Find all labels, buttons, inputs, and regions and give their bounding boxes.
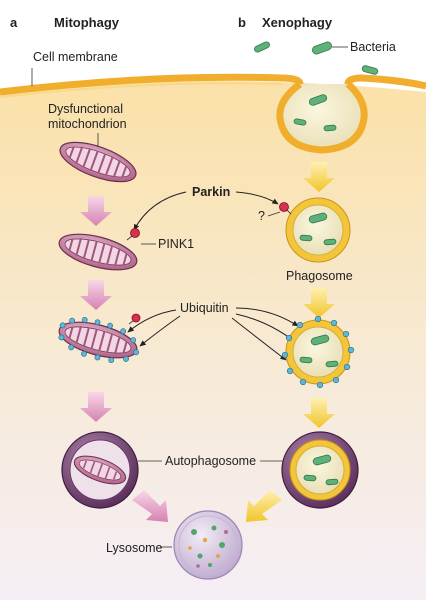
yellow-arrow-1: [303, 162, 335, 192]
parkin-label: Parkin: [192, 185, 230, 199]
membrane-highlight: [0, 82, 283, 98]
bacteria-label: Bacteria: [350, 40, 396, 54]
engulfing-vesicle: [276, 81, 368, 154]
dysfunctional-label-line1: Dysfunctional: [48, 102, 123, 116]
cell-membrane-label: Cell membrane: [33, 50, 118, 64]
pink1-protein: [130, 228, 140, 238]
bacterium-icon: [254, 41, 270, 53]
pink-arrow-4: [132, 490, 168, 522]
panel-a-title: Mitophagy: [54, 15, 120, 30]
ubiquitin-dots-mito: [58, 316, 140, 364]
pink-arrow-3: [80, 392, 112, 422]
mitochondrion-dysfunctional: [59, 141, 137, 183]
mitochondrion-pink1: [58, 233, 138, 271]
phagosome-label: Phagosome: [286, 269, 353, 283]
lysosome-label: Lysosome: [106, 541, 163, 555]
yellow-arrow-2: [303, 288, 335, 318]
ubiquitin-arrow-5: [231, 317, 287, 361]
ubiquitin-arrow-1: [127, 309, 177, 333]
ubiquitin-dots-phagosome: [281, 315, 355, 389]
dysfunctional-label-line2: mitochondrion: [48, 117, 127, 131]
ubiquitin-label: Ubiquitin: [180, 301, 229, 315]
yellow-arrow-4: [246, 490, 282, 522]
panel-a-letter: a: [10, 15, 18, 30]
question-label: ?: [258, 209, 265, 223]
mitochondrion-ubiquitinated: [58, 316, 140, 364]
autophagosome-mito: [61, 431, 139, 509]
receptor-stalk: [286, 209, 292, 215]
bacterium-icon: [361, 65, 379, 75]
pink1-label: PINK1: [158, 237, 194, 251]
lysosome-contents: [191, 525, 225, 567]
yellow-arrow-3: [303, 398, 335, 428]
autophagosome-label: Autophagosome: [165, 454, 256, 468]
ubiquitin-arrow-3: [235, 307, 299, 327]
pink1-protein-2: [131, 313, 141, 323]
cell-membrane-right: [344, 74, 426, 90]
panel-b-title: Xenophagy: [262, 15, 333, 30]
parkin-arrow-left: [133, 191, 187, 231]
autophagosome-bacteria: [281, 431, 359, 509]
unknown-receptor: [279, 202, 289, 212]
question-leader: [267, 211, 281, 217]
pink-arrow-2: [80, 280, 112, 310]
bacterium-icon: [311, 41, 333, 55]
phagosome: [285, 197, 351, 263]
pink-arrow-1: [80, 196, 112, 226]
pink1-stalk: [126, 235, 133, 241]
ubiquitin-arrow-2: [139, 315, 181, 347]
parkin-arrow-right: [235, 191, 279, 205]
panel-b-letter: b: [238, 15, 246, 30]
cell-membrane: [0, 73, 304, 96]
bacteria-outside: [254, 41, 379, 75]
lysosome: [173, 510, 243, 580]
phagosome-ubiquitinated: [281, 315, 355, 389]
